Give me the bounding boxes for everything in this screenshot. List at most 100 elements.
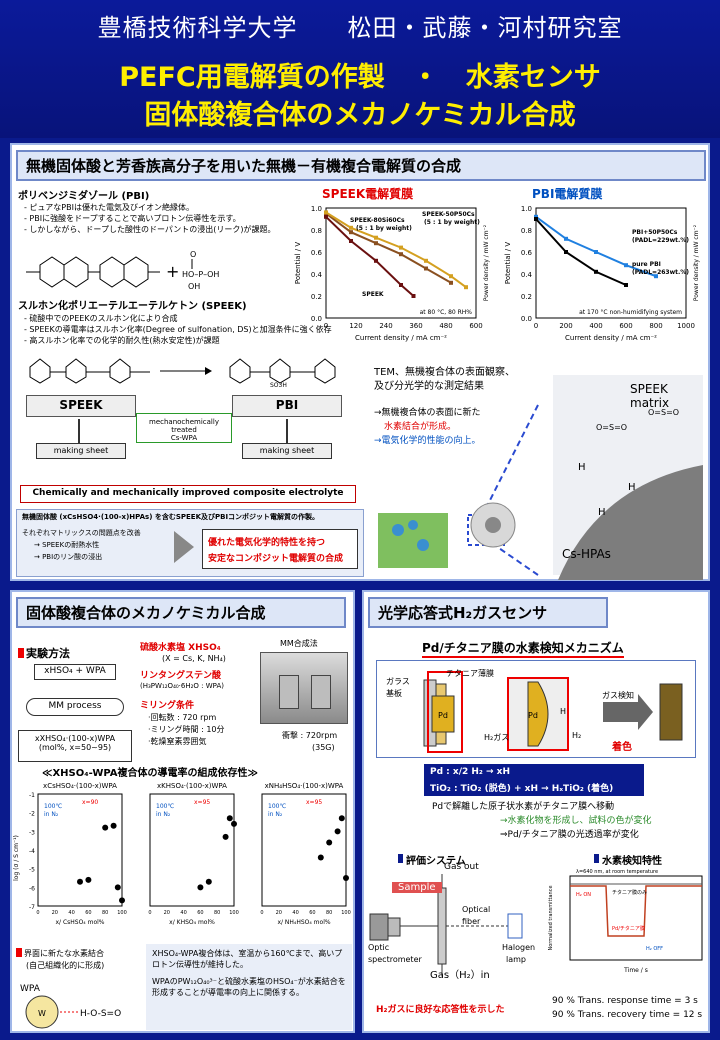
x-tick-label: 360 [409,322,422,330]
lab-name: 豊橋技術科学大学 松田・武藤・河村研究室 [97,14,623,42]
plot-frame [261,793,347,907]
data-point [624,263,628,268]
y-tick-label: -5 [29,867,35,874]
speek-line-2: - SPEEKの導電率はスルホン化率(Degree of sulfonation… [24,325,332,334]
data-point [324,214,328,219]
pbi-making-sheet: making sheet [242,443,332,459]
series-label: PBI+50P50Cs [632,229,678,236]
eval-setup [369,874,523,976]
milling-atmosphere: ·乾燥窒素雰囲気 [148,737,207,746]
recovery-time: 90 % Trans. recovery time = 12 s [552,1010,703,1020]
reagent-2: リンタングステン酸 [140,671,222,681]
peak-label: x=95 [306,799,322,806]
gas-in-label: Gas（H₂）in [430,970,490,981]
data-point [464,285,468,290]
y-tick-label: 0.2 [521,293,532,301]
speek-line-1: - 硫酸中でのPEEKのスルホン化により合成 [24,314,178,323]
svg-text:W: W [38,1009,46,1018]
speek-heading: スルホン化ポリエーテルエーテルケトン (SPEEK) [18,301,247,312]
series-label: SPEEK [362,291,384,298]
gas-out-label: Gas out [444,862,479,872]
x-axis-label: x/ CsHSO₄ mol% [55,919,104,926]
equation-box [424,764,644,796]
header: 豊橋技術科学大学 松田・武藤・河村研究室 PEFC用電解質の作製 ・ 水素センサ… [0,0,720,138]
x-tick-label: 20 [164,910,170,916]
data-point [114,884,121,891]
x-tick-label: 100 [341,910,351,916]
data-point [226,815,233,822]
pbi-line-2: - PBIに強酸をドープすることで高いプロトン伝導性を示す。 [24,214,241,223]
data-point [85,876,92,883]
x-axis-label: x/ NH₄HSO₄ mol% [277,919,330,926]
speek-structure: SO3H [29,358,336,387]
tem-text-2: 及び分光学的な測定結果 [374,381,484,392]
tem-text-4: 水素結合が形成。 [384,422,457,432]
tem-text-5: →電気化学的性能の向上。 [374,436,481,446]
svg-text:O=S=O: O=S=O [648,408,679,417]
equation-1: Pd : x/2 H₂ → xH [430,767,511,777]
speek-making-sheet: making sheet [36,443,126,459]
pbi-heading: ポリベンジミダゾール (PBI) [18,191,150,202]
x-tick-label: 0 [534,322,538,330]
data-point [424,258,428,263]
x-tick-label: 100 [117,910,127,916]
titania-label: チタニア薄膜 [446,669,494,678]
result-line-1: 優れた電気化学的特性を持つ [208,538,326,548]
series-label: pure PBI [632,261,661,268]
char-heading: 水素検知特性 [602,856,662,867]
top-panel: 無機固体酸と芳香族高分子を用いた無機－有機複合電解質の合成 ポリベンジミダゾール… [10,143,710,581]
y-axis-label: Potential / V [294,242,302,284]
wavelength-label: λ=640 nm, at room temperature [576,869,658,875]
data-point [102,824,109,831]
pbi-box: PBI [232,395,342,417]
cs-hpas-label: Cs-HPAs [562,547,611,561]
char-marker [594,854,599,863]
temperature-label: 100℃ [268,803,286,810]
impact-label: 衝撃 : 720rpm [282,731,338,740]
data-point [564,236,568,241]
product-box: xXHSO₄·(100-x)WPA (mol%, x=50~95) [18,730,132,762]
data-point [564,250,568,254]
y-tick-label: 0.0 [521,315,532,323]
conclusion-box [146,944,352,1030]
impact-g: (35G) [312,743,335,752]
milling-heading: ミリング条件 [140,701,195,711]
series-label: SPEEK-50P50Cs [422,211,475,218]
x-tick-label: 200 [559,322,572,330]
x-axis-label: Time / s [623,967,648,974]
method-heading: 実験方法 [26,647,70,660]
result-line-2: 安定なコンポジット電解質の合成 [208,554,344,564]
y-tick-label: -3 [29,829,35,836]
x-tick-label: 60 [309,910,315,916]
atmosphere-label: in N₂ [156,811,171,818]
improved-electrolyte: Chemically and mechanically improved com… [20,485,356,503]
y-tick-label: 0.4 [521,271,533,279]
x-tick-label: 600 [619,322,632,330]
data-point [343,875,349,881]
pd-titania-trace [570,885,702,937]
y-axis-label: log (σ / S cm⁻¹) [13,835,20,881]
y-tick-label: -1 [29,792,35,799]
data-point [326,839,333,846]
data-point [317,854,324,861]
reagent-1: 硫酸水素塩 XHSO₄ [140,643,221,653]
data-point [119,897,125,904]
y-tick-label: 1.0 [311,205,322,213]
mm-apparatus-photo [260,652,348,724]
x-tick-label: 0 [148,910,151,916]
svg-text:+: + [166,262,179,281]
h-label: H [560,707,567,716]
y2-axis-label: Power density / mW cm⁻² [693,224,700,301]
sample-label: Sample [392,882,442,893]
plot-frame [37,793,123,907]
conclusion-2: WPAのPW₁₂O₄₀³⁻と硫酸水素塩のHSO₄⁻が水素結合を形成することが導電… [152,977,346,997]
speek-box: SPEEK [26,395,136,417]
svg-text:SO3H: SO3H [270,382,287,387]
data-point [349,230,353,235]
x-tick-label: 240 [379,322,392,330]
y-tick-label: 0.6 [521,249,533,257]
plot-frame [535,207,687,319]
x-tick-label: 120 [349,322,362,330]
